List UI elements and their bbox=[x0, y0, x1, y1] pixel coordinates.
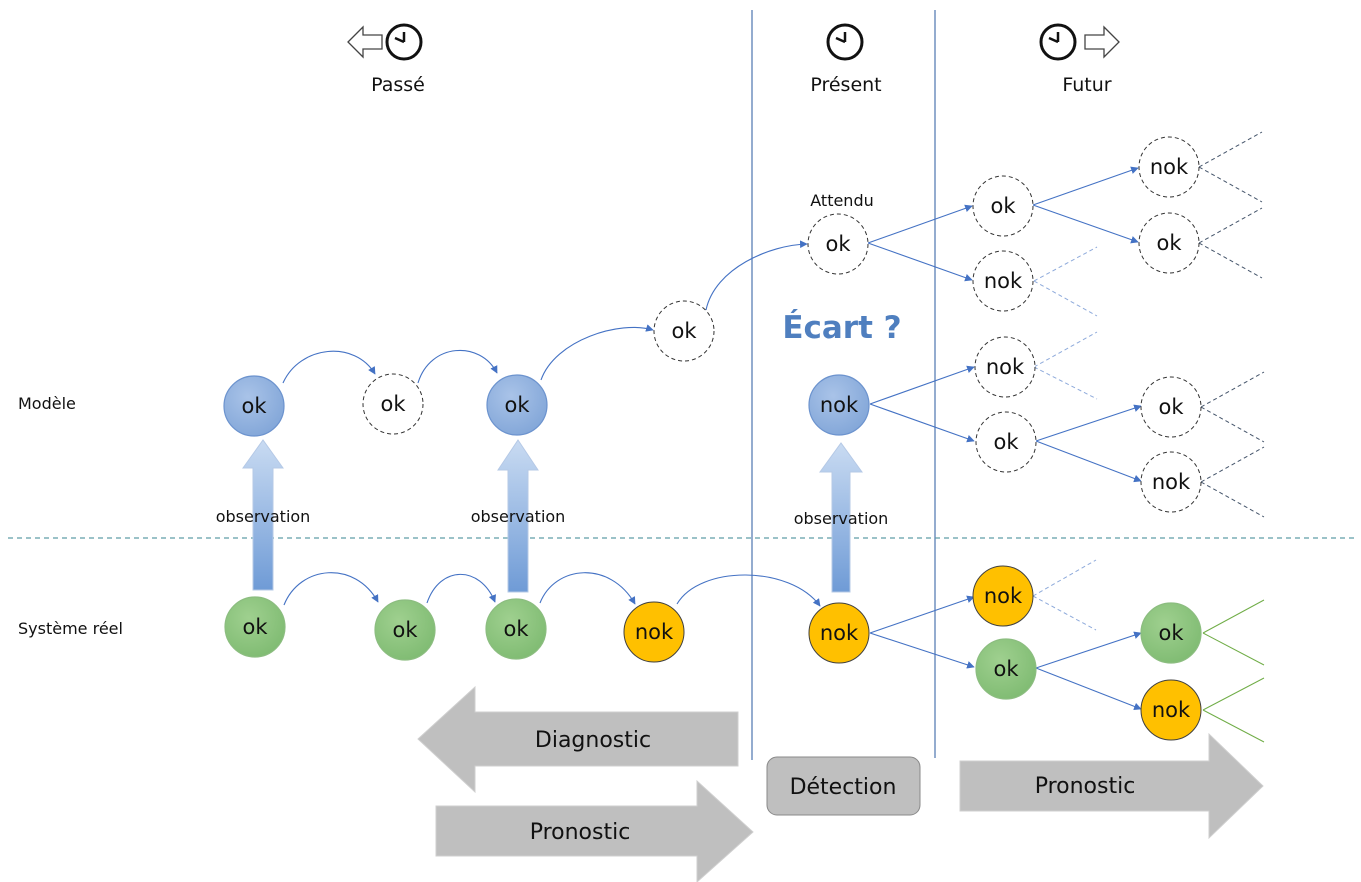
svg-text:Détection: Détection bbox=[790, 775, 897, 800]
real-future-node-b: ok bbox=[975, 638, 1037, 700]
svg-text:nok: nok bbox=[635, 620, 674, 644]
svg-text:ok: ok bbox=[825, 232, 851, 256]
svg-text:ok: ok bbox=[1156, 231, 1182, 255]
real-future-node-d: nok bbox=[1140, 679, 1202, 741]
svg-text:ok: ok bbox=[1158, 621, 1184, 645]
svg-text:nok: nok bbox=[820, 621, 859, 645]
pronostic-past-arrow: Pronostic bbox=[435, 779, 754, 882]
svg-text:nok: nok bbox=[1150, 155, 1189, 179]
expected-label: Attendu bbox=[810, 191, 874, 210]
gap-label: Écart ? bbox=[782, 310, 901, 346]
model-node-4-predicted: ok bbox=[653, 300, 715, 362]
svg-text:ok: ok bbox=[1158, 395, 1184, 419]
model-future-node-b: nok bbox=[972, 250, 1034, 312]
model-row-label: Modèle bbox=[18, 394, 76, 413]
svg-text:ok: ok bbox=[241, 394, 267, 418]
model-node-expected: ok bbox=[807, 213, 869, 275]
svg-text:Pronostic: Pronostic bbox=[530, 820, 631, 845]
model-future-node-d: ok bbox=[1138, 212, 1200, 274]
real-system-row-label: Système réel bbox=[18, 619, 123, 638]
future-branch-lines-green bbox=[1202, 599, 1265, 743]
diagnostic-arrow: Diagnostic bbox=[417, 685, 739, 794]
real-future-node-c: ok bbox=[1140, 602, 1202, 664]
svg-text:Pronostic: Pronostic bbox=[1035, 774, 1136, 799]
observation-label-1: observation bbox=[216, 507, 311, 526]
model-links bbox=[282, 166, 1142, 483]
model-node-present: nok bbox=[808, 374, 870, 436]
present-clock-icon bbox=[826, 23, 864, 61]
svg-text:nok: nok bbox=[1152, 470, 1191, 494]
future-branch-lines bbox=[1198, 131, 1265, 518]
past-direction-arrow-icon bbox=[347, 25, 383, 59]
svg-text:ok: ok bbox=[993, 430, 1019, 454]
svg-text:nok: nok bbox=[1152, 698, 1191, 722]
model-future-node-f: ok bbox=[975, 411, 1037, 473]
model-future-node-g: ok bbox=[1140, 376, 1202, 438]
svg-text:ok: ok bbox=[993, 657, 1019, 681]
model-node-1: ok bbox=[223, 375, 285, 437]
observation-arrow-3 bbox=[819, 442, 863, 593]
svg-text:ok: ok bbox=[671, 319, 697, 343]
model-future-node-e: nok bbox=[974, 336, 1036, 398]
real-links bbox=[283, 572, 1142, 711]
model-future-node-c: nok bbox=[1138, 136, 1200, 198]
model-future-node-h: nok bbox=[1140, 451, 1202, 513]
real-node-1: ok bbox=[224, 596, 286, 658]
past-clock-icon bbox=[385, 23, 423, 61]
real-node-2: ok bbox=[374, 599, 436, 661]
svg-text:ok: ok bbox=[503, 617, 529, 641]
pronostic-future-arrow: Pronostic bbox=[959, 732, 1264, 840]
svg-text:ok: ok bbox=[242, 615, 268, 639]
real-node-4: nok bbox=[623, 601, 685, 663]
past-label: Passé bbox=[371, 74, 425, 96]
real-future-node-a: nok bbox=[972, 565, 1034, 627]
model-future-node-a: ok bbox=[972, 175, 1034, 237]
future-label: Futur bbox=[1062, 74, 1111, 96]
detection-box: Détection bbox=[766, 756, 921, 816]
present-label: Présent bbox=[810, 74, 881, 96]
svg-text:nok: nok bbox=[820, 393, 859, 417]
observation-arrow-2 bbox=[497, 439, 539, 593]
real-node-present: nok bbox=[808, 602, 870, 664]
model-node-3: ok bbox=[486, 374, 548, 436]
svg-text:ok: ok bbox=[990, 194, 1016, 218]
svg-text:nok: nok bbox=[984, 269, 1023, 293]
observation-label-2: observation bbox=[471, 507, 566, 526]
svg-text:ok: ok bbox=[392, 618, 418, 642]
future-clock-icon bbox=[1039, 23, 1077, 61]
svg-text:ok: ok bbox=[504, 393, 530, 417]
future-branch-lines-light bbox=[1032, 246, 1098, 631]
model-node-2-predicted: ok bbox=[362, 373, 424, 435]
svg-text:nok: nok bbox=[984, 584, 1023, 608]
observation-label-3: observation bbox=[794, 509, 889, 528]
svg-text:nok: nok bbox=[986, 355, 1025, 379]
observation-arrow-1 bbox=[242, 439, 284, 591]
real-node-3: ok bbox=[485, 598, 547, 660]
svg-text:Diagnostic: Diagnostic bbox=[535, 728, 651, 753]
svg-text:ok: ok bbox=[380, 392, 406, 416]
future-direction-arrow-icon bbox=[1084, 25, 1120, 59]
